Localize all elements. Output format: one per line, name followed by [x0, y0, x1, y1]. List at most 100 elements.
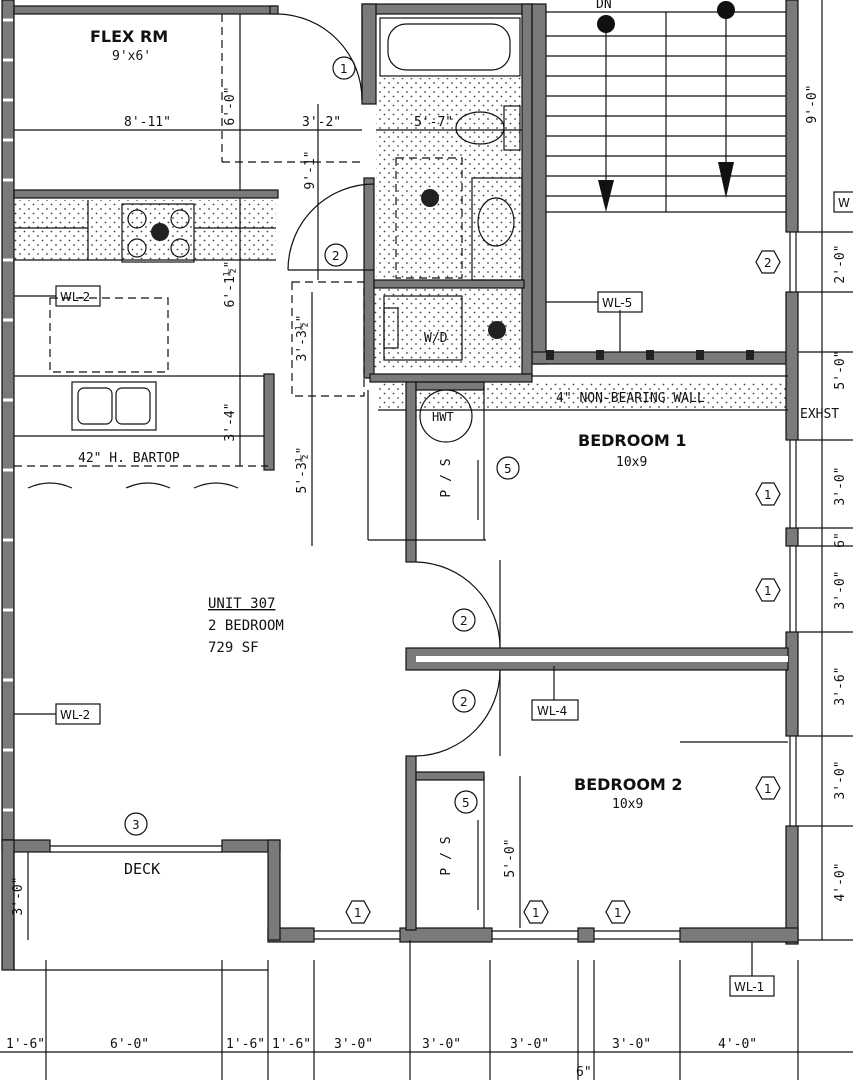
laundry-top-wall [373, 279, 525, 289]
deck-name: DECK [124, 860, 160, 878]
svg-text:1: 1 [340, 62, 348, 76]
dim-closet-width: 3'-3½" [295, 315, 310, 362]
bartop-label: 42" H. BARTOP [78, 451, 180, 466]
kitchen-counter-pattern [14, 200, 276, 260]
right-exterior-wall-b [785, 527, 799, 547]
stair-left-wall [531, 3, 547, 365]
dim-bot-4-0: 4'-0" [718, 1037, 757, 1052]
dim-flex-depth: 6'-0" [223, 86, 238, 125]
flex-right-wall [269, 5, 279, 15]
wall-tag-wl4: WL-4 [531, 666, 579, 721]
window-marker-bed2-bottom-a: 1 [523, 900, 549, 924]
svg-text:1: 1 [614, 906, 622, 920]
dim-stair-depth: 9'-0" [805, 84, 820, 123]
closet1-top-wall [415, 381, 485, 391]
dim-right-2-0: 2'-0" [833, 244, 848, 283]
door-marker-bedroom2: 2 [452, 689, 476, 713]
bath-top-wall [361, 3, 533, 15]
dim-bath-width: 5'-7" [414, 115, 453, 130]
dim-kitchen-depth: 6'-1½" [223, 261, 238, 308]
pipe-shaft-label-1: P / S [439, 458, 454, 497]
bath-left-wall [361, 3, 377, 105]
dim-bot-1-6c: 1'-6" [272, 1037, 311, 1052]
dim-right-4-0: 4'-0" [833, 862, 848, 901]
dim-right-3-0a: 3'-0" [833, 466, 848, 505]
svg-text:WL-1: WL-1 [734, 980, 764, 994]
window-marker-bed1-a: 1 [755, 482, 781, 506]
flex-room-name: FLEX RM [90, 27, 168, 46]
window-marker-bed1-b: 1 [755, 578, 781, 602]
svg-text:1: 1 [764, 782, 772, 796]
laundry-bottom-wall [369, 373, 533, 383]
svg-text:WL-5: WL-5 [602, 296, 632, 310]
svg-text:WL-4: WL-4 [537, 704, 567, 718]
stair-down-label: DN [596, 0, 612, 12]
dim-bar-depth: 3'-4" [223, 402, 238, 441]
dim-right-5-0: 5'-0" [833, 350, 848, 389]
closet1-left-wall [405, 381, 417, 563]
dim-hall-width: 3'-2" [302, 115, 341, 130]
window-marker-bed2-bottom-b: 1 [605, 900, 631, 924]
washer-dryer-label: W/D [424, 331, 448, 346]
door-marker-bedroom1: 2 [452, 608, 476, 632]
svg-text:W: W [838, 196, 850, 210]
kitchen-island [49, 297, 169, 373]
svg-text:3: 3 [132, 818, 140, 832]
bedroom2-name: BEDROOM 2 [574, 775, 683, 794]
door-marker-closet2: 5 [454, 790, 478, 814]
dim-bot-6-0: 6'-0" [110, 1037, 149, 1052]
bottom-wall-d [679, 927, 799, 943]
water-heater-label: HWT [432, 410, 454, 424]
deck-right-wall [267, 839, 281, 941]
dim-bot-6: 6" [576, 1065, 592, 1080]
floor-drain-icon [421, 189, 439, 207]
wall-tag-w: W [833, 191, 853, 213]
stairs [546, 1, 786, 360]
dim-right-3-0b: 3'-0" [833, 570, 848, 609]
svg-text:WL-2: WL-2 [60, 708, 90, 722]
kitchen-sink [14, 373, 275, 471]
bottom-wall-b [399, 927, 493, 943]
water-heater [419, 389, 473, 443]
bottom-wall-c [577, 927, 595, 943]
wall-tag-wl2-kitchen: WL-2 [14, 285, 101, 307]
bedroom1-size: 10x9 [616, 455, 647, 470]
bath-right-wall [521, 3, 533, 377]
bath-left-wall-lower [363, 177, 375, 379]
pipe-shaft-label-2: P / S [439, 836, 454, 875]
nonbearing-wall-label: 4" NON-BEARING WALL [556, 391, 705, 406]
svg-text:5: 5 [462, 796, 470, 810]
dim-flex-width: 8'-11" [124, 115, 171, 130]
bedroom1-name: BEDROOM 1 [578, 431, 687, 450]
wall-tag-wl5: WL-5 [546, 291, 643, 352]
door-marker-bath: 2 [324, 243, 348, 267]
unit-label: UNIT 307 [208, 596, 275, 612]
exhaust-label: EXHST [800, 407, 839, 422]
wall-tag-wl2-living: WL-2 [14, 703, 101, 725]
door-marker-deck: 3 [124, 812, 148, 836]
dim-right-6: 6" [833, 532, 848, 548]
dim-right-3-0c: 3'-0" [833, 760, 848, 799]
dim-bed2-closet: 5'-0" [503, 838, 518, 877]
bath-sink [471, 177, 523, 281]
closet2-top-wall [415, 771, 485, 781]
bottom-windows [314, 930, 680, 940]
window-marker-living: 1 [345, 900, 371, 924]
flex-room-size: 9'x6' [112, 49, 151, 64]
dim-bot-3-0a: 3'-0" [334, 1037, 373, 1052]
svg-text:5: 5 [504, 462, 512, 476]
svg-text:1: 1 [764, 488, 772, 502]
right-exterior-wall-top [785, 0, 799, 233]
bathtub [379, 17, 521, 77]
door-swings [277, 13, 501, 910]
dim-right-3-6: 3'-6" [833, 666, 848, 705]
flex-kitchen-wall [13, 189, 279, 199]
flex-top-wall [13, 5, 277, 15]
dim-closet-depth: 5'-3½" [295, 447, 310, 494]
hall-closet [291, 281, 365, 397]
svg-text:WL-2: WL-2 [60, 290, 90, 304]
left-wall-hatching [3, 18, 13, 812]
door-marker-flex: 1 [332, 56, 356, 80]
right-exterior-wall-c [785, 631, 799, 737]
